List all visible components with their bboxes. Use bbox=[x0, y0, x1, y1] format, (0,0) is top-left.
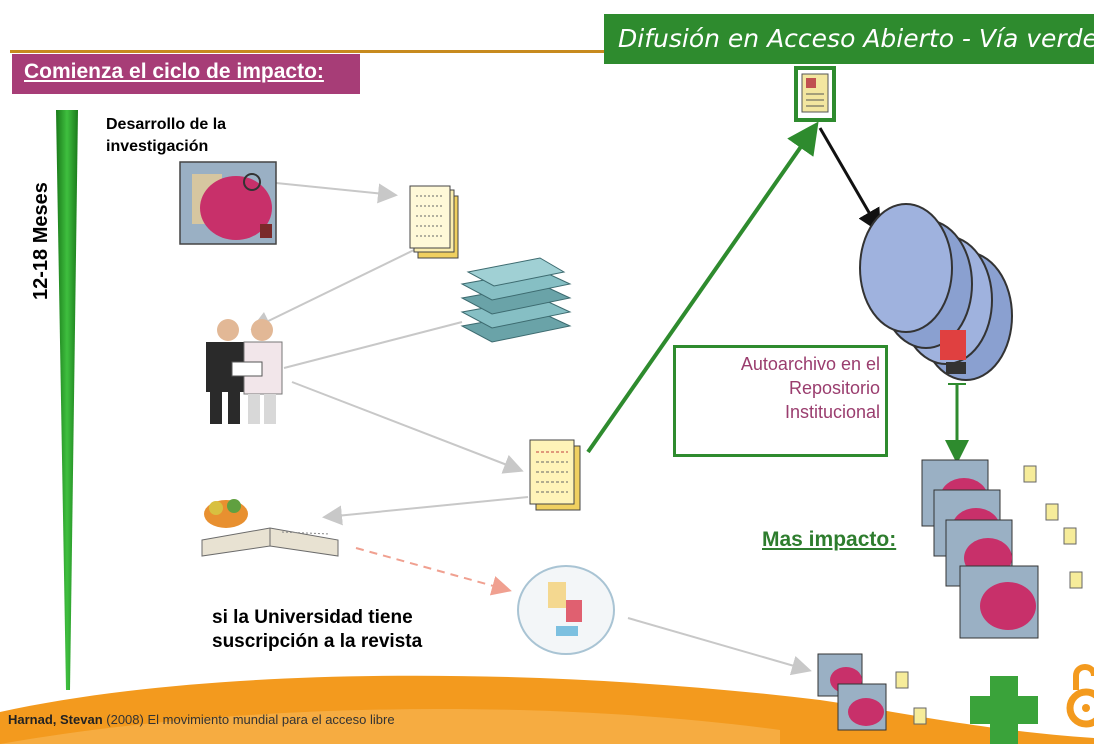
repository-document-icon bbox=[794, 66, 836, 122]
page-title: Difusión en Acceso Abierto - Vía verde bbox=[604, 14, 1094, 64]
footer-swoosh-light bbox=[0, 709, 780, 744]
subscription-label: si la Universidad tiene suscripción a la… bbox=[212, 607, 423, 652]
arrow-people-to-article bbox=[291, 381, 524, 474]
arrow-article-to-book bbox=[322, 496, 529, 526]
arrow-paper-to-people bbox=[250, 249, 415, 330]
timeline-wedge bbox=[56, 110, 78, 690]
arrow-journals-to-people bbox=[283, 321, 463, 369]
journals-stack-icon bbox=[460, 257, 572, 343]
cycle-label-box bbox=[12, 54, 360, 94]
arrow-article-to-repository bbox=[586, 121, 819, 454]
paper-stack-icon bbox=[409, 185, 459, 259]
impact-cards-stack-icon bbox=[921, 459, 1083, 639]
self-archive-label: Autoarchivo en el Repositorio Institucio… bbox=[740, 354, 880, 422]
arrow-reader-to-bottom bbox=[627, 617, 812, 676]
research-label: Desarrollo de la investigación bbox=[106, 116, 227, 155]
timeline-label: 12-18 Meses bbox=[30, 182, 52, 300]
arrow-research-to-paper bbox=[275, 182, 398, 204]
published-article-icon bbox=[529, 439, 581, 511]
reader-circle-icon bbox=[517, 565, 615, 655]
citation: Harnad, Stevan (2008) El movimiento mund… bbox=[8, 712, 395, 727]
citation-author: Harnad, Stevan bbox=[8, 712, 103, 727]
header-divider bbox=[10, 50, 604, 53]
plus-icon bbox=[970, 676, 1038, 744]
research-scientist-icon bbox=[179, 161, 277, 245]
researchers-reading-icon bbox=[206, 319, 283, 424]
open-access-logo bbox=[1066, 664, 1094, 728]
more-impact-label: Mas impacto: bbox=[762, 528, 897, 551]
self-archive-box bbox=[673, 345, 888, 457]
cycle-label: Comienza el ciclo de impacto: bbox=[24, 60, 324, 83]
arrow-doc-to-computers bbox=[818, 127, 882, 234]
open-book-icon bbox=[201, 499, 339, 557]
bottom-cards-icon bbox=[817, 653, 927, 731]
arrow-book-to-reader bbox=[355, 547, 512, 596]
citation-rest: (2008) El movimiento mundial para el acc… bbox=[102, 712, 395, 727]
computers-stack-icon bbox=[859, 203, 1013, 381]
